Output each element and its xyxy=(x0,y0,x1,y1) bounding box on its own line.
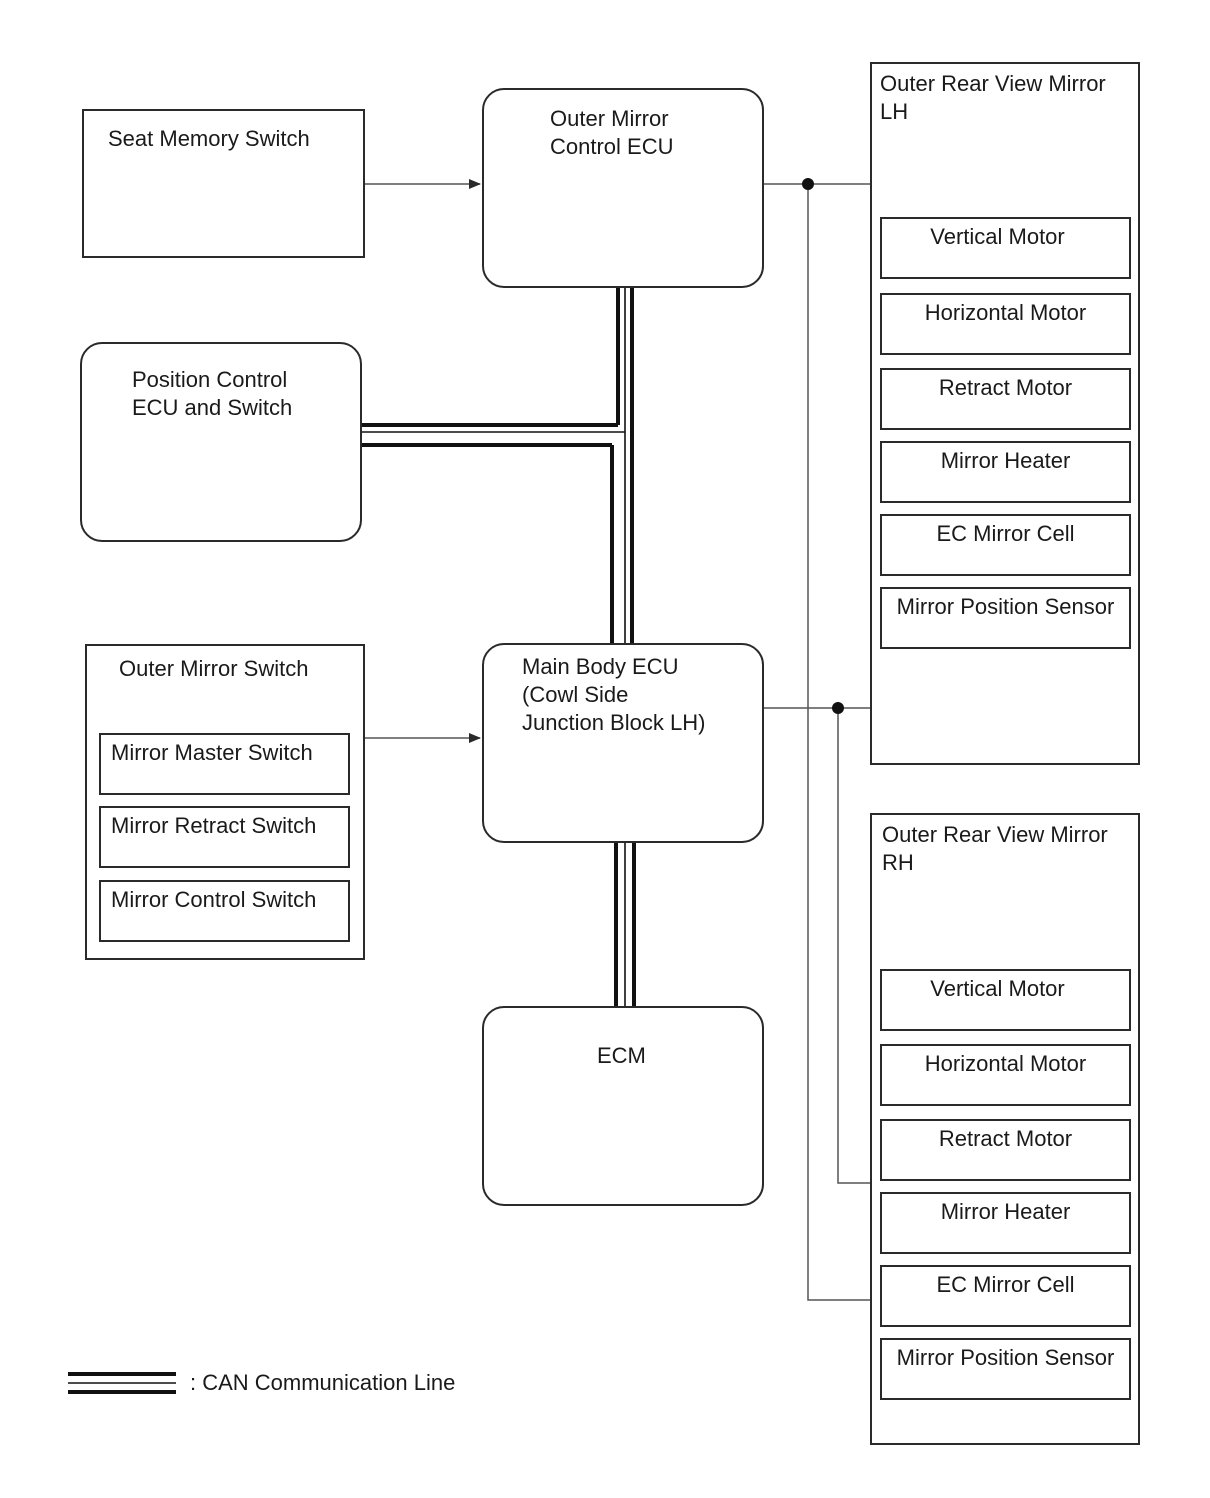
mirror-control-switch: Mirror Control Switch xyxy=(99,880,350,942)
lh-mirror-position-sensor: Mirror Position Sensor xyxy=(880,587,1131,649)
ecm-label: ECM xyxy=(597,1043,646,1068)
outer-mirror-control-ecu-box: Outer Mirror Control ECU xyxy=(482,88,764,288)
mirror-ecu-output-lines xyxy=(764,183,872,1301)
lh-vertical-motor: Vertical Motor xyxy=(880,217,1131,279)
lh-ec-mirror-cell-label: EC Mirror Cell xyxy=(936,521,1075,546)
can-legend-label: : CAN Communication Line xyxy=(190,1370,456,1395)
junction-dot xyxy=(832,702,844,714)
rh-retract-motor: Retract Motor xyxy=(880,1119,1131,1181)
rh-mirror-heater: Mirror Heater xyxy=(880,1192,1131,1254)
rh-mirror-position-sensor-label: Mirror Position Sensor xyxy=(896,1345,1115,1370)
ecm-box: ECM xyxy=(482,1006,764,1206)
rh-retract-motor-label: Retract Motor xyxy=(938,1126,1073,1151)
lh-ec-mirror-cell: EC Mirror Cell xyxy=(880,514,1131,576)
outer-rear-view-mirror-lh: Outer Rear View Mirror LH Vertical Motor… xyxy=(870,62,1140,765)
seat-memory-switch-label: Seat Memory Switch xyxy=(108,126,310,151)
outer-mirror-control-ecu-label: Outer Mirror Control ECU xyxy=(550,106,674,159)
lh-retract-motor-label: Retract Motor xyxy=(938,375,1073,400)
rh-vertical-motor-label: Vertical Motor xyxy=(930,976,1065,1001)
lh-horizontal-motor-label: Horizontal Motor xyxy=(924,300,1087,325)
position-control-ecu-label: Position Control ECU and Switch xyxy=(132,367,293,420)
mirror-retract-switch: Mirror Retract Switch xyxy=(99,806,350,868)
outer-mirror-switch-title: Outer Mirror Switch xyxy=(119,656,309,681)
mirror-control-switch-label: Mirror Control Switch xyxy=(111,887,317,912)
outer-mirror-switch-box: Outer Mirror Switch Mirror Master Switch… xyxy=(85,644,365,960)
can-legend-line xyxy=(68,1372,176,1394)
rh-mirror-heater-label: Mirror Heater xyxy=(940,1199,1071,1224)
mirror-rh-title: Outer Rear View Mirror RH xyxy=(882,822,1108,875)
lh-mirror-heater-label: Mirror Heater xyxy=(940,448,1071,473)
body-ecu-output-lines xyxy=(764,707,872,1184)
lh-horizontal-motor: Horizontal Motor xyxy=(880,293,1131,355)
lh-retract-motor: Retract Motor xyxy=(880,368,1131,430)
can-bus-trunk xyxy=(362,288,636,1008)
lh-vertical-motor-label: Vertical Motor xyxy=(930,224,1065,249)
mirror-retract-switch-label: Mirror Retract Switch xyxy=(111,813,317,838)
rh-horizontal-motor: Horizontal Motor xyxy=(880,1044,1131,1106)
main-body-ecu-label: Main Body ECU (Cowl Side Junction Block … xyxy=(522,654,706,735)
mirror-lh-title: Outer Rear View Mirror LH xyxy=(880,71,1106,124)
junction-dot xyxy=(802,178,814,190)
outer-rear-view-mirror-rh: Outer Rear View Mirror RH Vertical Motor… xyxy=(870,813,1140,1445)
lh-mirror-heater: Mirror Heater xyxy=(880,441,1131,503)
rh-ec-mirror-cell: EC Mirror Cell xyxy=(880,1265,1131,1327)
mirror-master-switch-label: Mirror Master Switch xyxy=(111,740,313,765)
rh-ec-mirror-cell-label: EC Mirror Cell xyxy=(936,1272,1075,1297)
main-body-ecu-box: Main Body ECU (Cowl Side Junction Block … xyxy=(482,643,764,843)
rh-mirror-position-sensor: Mirror Position Sensor xyxy=(880,1338,1131,1400)
position-control-ecu-box: Position Control ECU and Switch xyxy=(80,342,362,542)
lh-mirror-position-sensor-label: Mirror Position Sensor xyxy=(896,594,1115,619)
rh-vertical-motor: Vertical Motor xyxy=(880,969,1131,1031)
rh-horizontal-motor-label: Horizontal Motor xyxy=(924,1051,1087,1076)
mirror-master-switch: Mirror Master Switch xyxy=(99,733,350,795)
seat-memory-switch-box: Seat Memory Switch xyxy=(82,109,365,258)
